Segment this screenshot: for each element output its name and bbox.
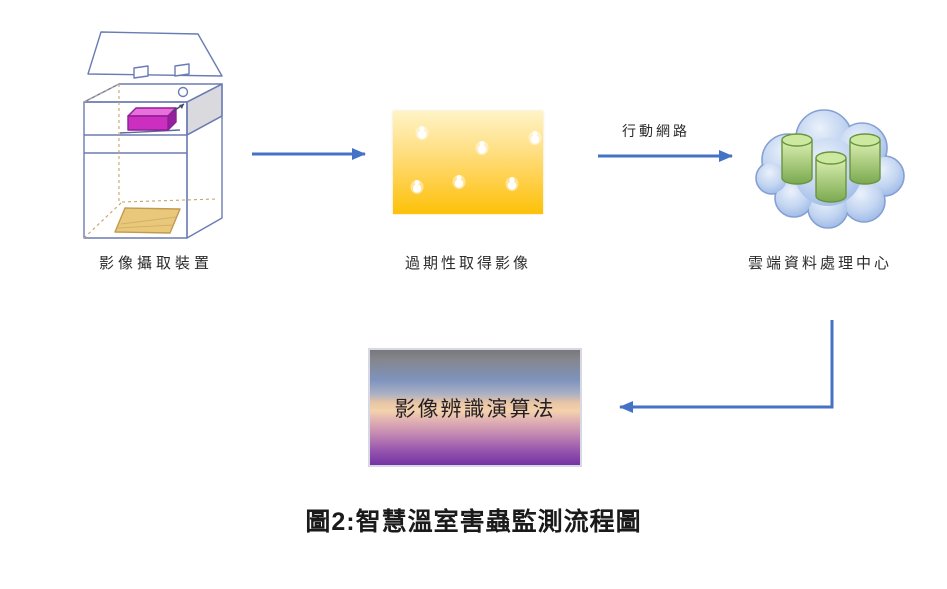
arrow-cloud-to-algorithm bbox=[619, 320, 834, 413]
database-cylinder-icon bbox=[815, 151, 847, 203]
capture-device-label: 影像攝取裝置 bbox=[98, 254, 213, 272]
bug-dot bbox=[452, 175, 466, 189]
bug-dot bbox=[475, 141, 489, 155]
pest-trap-device-icon bbox=[83, 31, 223, 239]
device-hinge-clip bbox=[133, 65, 149, 79]
cloud-databases-icon bbox=[755, 109, 905, 229]
sticky-trap-photo bbox=[393, 111, 543, 214]
device-right-face bbox=[186, 83, 223, 239]
algorithm-box: 影像辨識演算法 bbox=[368, 348, 582, 467]
database-cylinder-icon bbox=[781, 133, 813, 185]
bug-dot bbox=[505, 177, 519, 191]
figure-caption: 圖2:智慧溫室害蟲監測流程圖 bbox=[305, 508, 642, 536]
device-hinge-clip bbox=[174, 63, 190, 77]
bug-dot bbox=[528, 131, 542, 145]
bug-dot bbox=[415, 126, 429, 140]
trap-bugs bbox=[410, 126, 542, 194]
cloud-center-label: 雲端資料處理中心 bbox=[747, 254, 892, 272]
device-indicator-light bbox=[177, 86, 189, 98]
algorithm-label: 影像辨識演算法 bbox=[394, 396, 556, 421]
device-camera-module-icon bbox=[119, 103, 185, 134]
bug-dot bbox=[410, 180, 424, 194]
device-lid bbox=[87, 31, 223, 77]
mobile-network-label: 行動網路 bbox=[622, 124, 690, 140]
database-cylinder-icon bbox=[849, 133, 881, 185]
trap-image-label: 過期性取得影像 bbox=[404, 254, 531, 272]
